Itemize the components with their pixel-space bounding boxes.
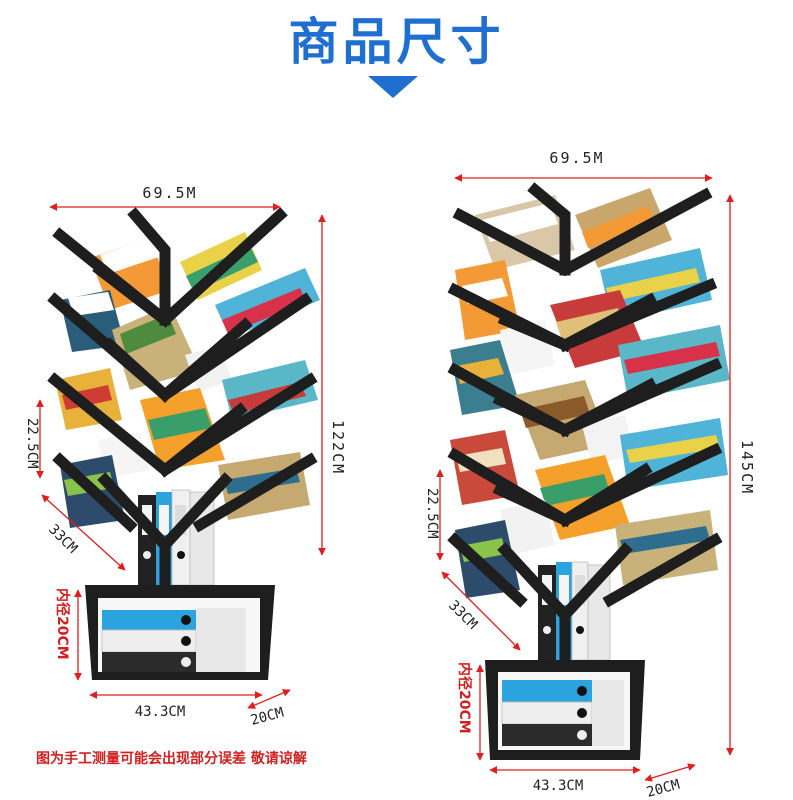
left-width-label: 69.5M xyxy=(142,184,197,202)
left-dimension-lines xyxy=(36,203,326,709)
right-base-box xyxy=(485,660,645,760)
chevron-down-icon xyxy=(368,76,418,98)
disclaimer-note: 图为手工测量可能会出现部分误差 敬请谅解 xyxy=(36,751,307,767)
right-width-label: 69.5M xyxy=(549,149,604,167)
left-base-depth-label: 20CM xyxy=(249,705,286,729)
right-base-depth-label: 20CM xyxy=(645,777,682,800)
left-height-label: 122CM xyxy=(329,420,347,475)
right-shelf-height-label: 22.5CM xyxy=(424,488,440,539)
right-inner-diameter-label: 内径20CM xyxy=(456,662,473,734)
right-shelf-frame xyxy=(447,182,723,666)
right-diagonal-label: 33CM xyxy=(445,598,480,633)
left-base-width-label: 43.3CM xyxy=(135,704,186,720)
right-dimension-lines xyxy=(436,174,734,782)
page-title: 商品尺寸 xyxy=(288,13,505,71)
left-inner-diameter-label: 内径20CM xyxy=(54,588,71,660)
left-bookshelf: 69.5M 122CM 22.5CM 33CM 内径20CM 43.3CM 20… xyxy=(24,184,347,729)
right-height-label: 145CM xyxy=(738,440,756,495)
left-base-box xyxy=(85,585,275,680)
right-bookshelf: 69.5M 145CM 22.5CM 33CM 内径20CM 43.3CM 20… xyxy=(424,149,756,800)
left-shelf-height-label: 22.5CM xyxy=(24,418,40,469)
right-base-width-label: 43.3CM xyxy=(533,778,584,794)
